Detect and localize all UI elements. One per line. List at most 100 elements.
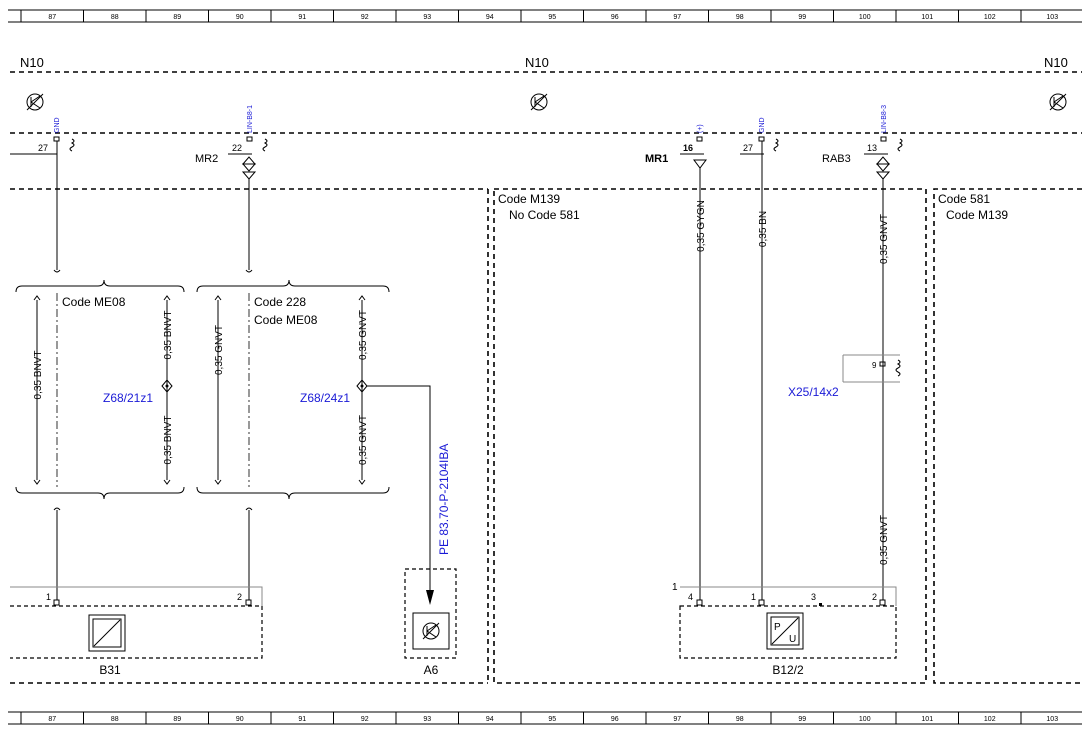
ruler-label: 89 bbox=[173, 14, 181, 21]
ruler-label: 93 bbox=[423, 14, 431, 21]
ruler-label: 96 bbox=[611, 14, 619, 21]
module-name-right: N10 bbox=[1044, 55, 1068, 70]
ruler-label: 101 bbox=[921, 14, 933, 21]
wire-label: 0,35 BNVT bbox=[33, 351, 44, 400]
pin-signal: LIN-B8-3 bbox=[881, 105, 888, 133]
ruler-label: 89 bbox=[173, 716, 181, 723]
ruler-label: 93 bbox=[423, 716, 431, 723]
pin-signal: GND bbox=[54, 117, 61, 133]
pin-number: 2 bbox=[237, 592, 242, 602]
ruler-label: 94 bbox=[486, 14, 494, 21]
ruler-label: 102 bbox=[984, 716, 996, 723]
connector-symbol-mr1 bbox=[693, 159, 707, 169]
wire-label: 0,35 GYGN bbox=[696, 200, 707, 252]
code-581-title: Code 581 bbox=[938, 192, 990, 206]
component-a6: A6 bbox=[404, 568, 457, 677]
pin-number: 13 bbox=[867, 143, 877, 153]
pin-signal: (+) bbox=[697, 124, 704, 133]
connector-label: RAB3 bbox=[822, 153, 851, 165]
ruler-label: 102 bbox=[984, 14, 996, 21]
component-b31: 1 2 B31 bbox=[10, 586, 263, 677]
ruler-label: 100 bbox=[859, 14, 871, 21]
pin-22-lin: LIN-B8-1 22 MR2 bbox=[195, 105, 268, 165]
pin-27-gnd: GND 27 bbox=[10, 117, 75, 155]
pin-signal: LIN-B8-1 bbox=[247, 105, 254, 133]
connector-label: MR1 bbox=[645, 153, 668, 165]
pin-number: 9 bbox=[872, 361, 877, 370]
pin-number: 1 bbox=[672, 582, 678, 593]
wire-column-mr2 bbox=[245, 179, 253, 600]
control-unit-icon bbox=[422, 622, 440, 640]
pin-16-plus: (+) 16 MR1 bbox=[645, 124, 704, 165]
pin-signal: GND bbox=[759, 117, 766, 133]
pin-number: 22 bbox=[232, 143, 242, 153]
wire-column-gnd: 0,35 BN bbox=[758, 141, 769, 600]
ruler-label: 91 bbox=[298, 716, 306, 723]
pin-number: 1 bbox=[46, 592, 51, 602]
pin-number: 27 bbox=[743, 143, 753, 153]
ruler-label: 90 bbox=[236, 14, 244, 21]
ruler-label: 99 bbox=[798, 14, 806, 21]
wire-column-mr1: 0,35 GYGN bbox=[696, 168, 707, 600]
component-label: A6 bbox=[424, 663, 439, 677]
connector-symbol-mr2 bbox=[241, 156, 257, 180]
connector-symbol-rab3 bbox=[875, 156, 891, 180]
control-unit-icon bbox=[26, 93, 44, 111]
ruler-label: 100 bbox=[859, 716, 871, 723]
ruler-label: 92 bbox=[361, 716, 369, 723]
code-228-title: Code 228 bbox=[254, 295, 306, 309]
pin-number: 16 bbox=[683, 143, 693, 153]
module-name-left: N10 bbox=[20, 55, 44, 70]
ruler-label: 87 bbox=[48, 14, 56, 21]
ruler-label: 97 bbox=[673, 716, 681, 723]
wire-column-left bbox=[53, 141, 61, 600]
pin-number: 2 bbox=[872, 592, 877, 602]
wire-label: 0,35 GNVT bbox=[358, 415, 369, 465]
ruler-label: 103 bbox=[1046, 14, 1058, 21]
ruler-label: 101 bbox=[921, 716, 933, 723]
ruler-label: 92 bbox=[361, 14, 369, 21]
ruler-label: 88 bbox=[111, 716, 119, 723]
pin-number: 27 bbox=[38, 143, 48, 153]
wire-label: 0,35 BNVT bbox=[163, 416, 174, 465]
code-m139-title: Code M139 bbox=[498, 192, 560, 206]
code-me08-group: Code ME08 0,35 BNVT 0,35 BNVT 0,35 BNVT … bbox=[15, 279, 185, 500]
ruler-label: 97 bbox=[673, 14, 681, 21]
wire-label: 0,35 GNVT bbox=[879, 515, 890, 565]
wire-label: 0,35 GNVT bbox=[358, 310, 369, 360]
wire-label: 0,35 BNVT bbox=[163, 311, 174, 360]
svg-text:P: P bbox=[774, 622, 781, 633]
code-me08-label: Code ME08 bbox=[62, 295, 126, 309]
component-label: B31 bbox=[99, 663, 121, 677]
ruler-label: 96 bbox=[611, 716, 619, 723]
ruler-label: 88 bbox=[111, 14, 119, 21]
pin-number: 1 bbox=[751, 592, 756, 602]
splice-z68-21z1: Z68/21z1 bbox=[103, 391, 153, 405]
component-label: B12/2 bbox=[772, 663, 804, 677]
svg-text:U: U bbox=[789, 634, 796, 645]
ruler-label: 98 bbox=[736, 14, 744, 21]
component-b12-2: 1 4 1 3 2 P U B12/2 bbox=[672, 582, 897, 677]
ruler-label: 95 bbox=[548, 716, 556, 723]
ref-link-pe8370[interactable]: PE 83.70-P-2104IBA bbox=[437, 444, 451, 555]
pin-27-gnd-b: GND 27 bbox=[740, 117, 779, 155]
ruler-label: 95 bbox=[548, 14, 556, 21]
ruler-label: 103 bbox=[1046, 716, 1058, 723]
wire-label: 0,35 GNVT bbox=[879, 214, 890, 264]
ruler-label: 87 bbox=[48, 716, 56, 723]
code-228-group: Code 228 Code ME08 0,35 GNVT 0,35 GNVT 0… bbox=[196, 279, 434, 605]
control-unit-icon bbox=[1049, 93, 1067, 111]
pin-13-lin: LIN-B8-3 13 RAB3 bbox=[822, 105, 903, 165]
ruler-label: 90 bbox=[236, 716, 244, 723]
module-n10: N10 N10 N10 bbox=[10, 55, 1082, 134]
wire-label: 0,35 BN bbox=[758, 211, 769, 247]
code-m139-sub: No Code 581 bbox=[509, 208, 580, 222]
connector-x25-label: X25/14x2 bbox=[788, 385, 839, 399]
splice-z68-24z1: Z68/24z1 bbox=[300, 391, 350, 405]
wire-column-rab3: 0,35 GNVT 0,35 GNVT bbox=[879, 179, 890, 600]
ruler-label: 99 bbox=[798, 716, 806, 723]
ruler-label: 98 bbox=[736, 716, 744, 723]
